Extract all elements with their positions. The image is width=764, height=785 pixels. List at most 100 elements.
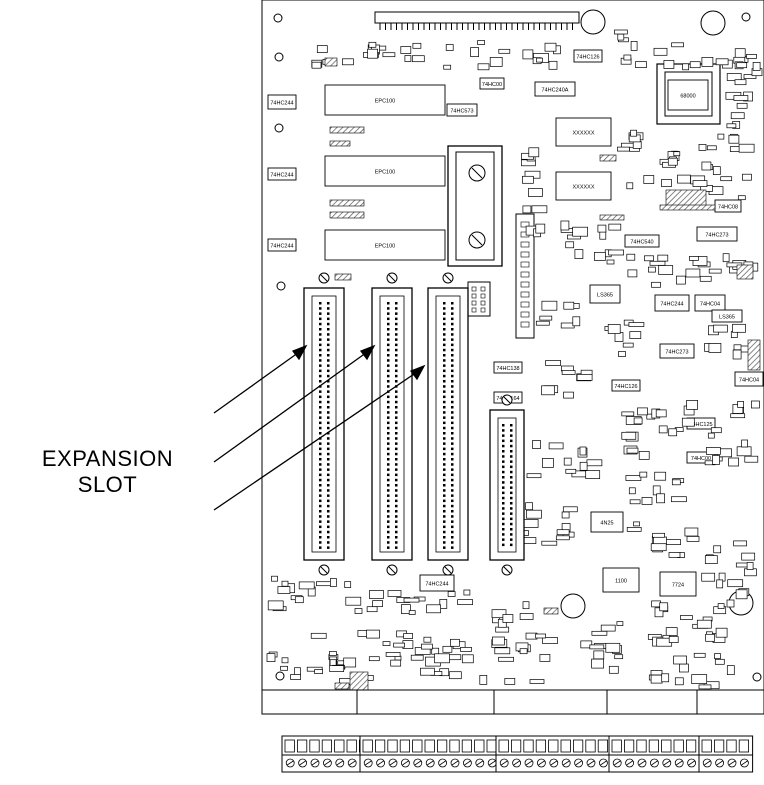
smd-part [618,351,626,357]
smd-part [277,586,291,594]
slot-pin [395,312,398,315]
smd-part [585,470,601,479]
smd-part [410,654,424,661]
slot-pin [327,478,330,482]
smd-part [713,545,722,554]
slot-pin [443,307,446,310]
slot-pin [387,546,390,549]
smd-part [522,205,532,214]
slot-pin [395,432,398,435]
slot-pin [510,465,513,469]
expansion-slot-1 [303,272,345,576]
smd-part [699,275,712,282]
terminal-screw-slot [716,760,723,766]
slot-pin [395,510,398,513]
smd-part [556,529,570,536]
slot-pin [319,416,322,419]
smd-part [622,342,634,348]
slot-pin [395,390,398,393]
slot-screw-slot [388,274,396,282]
smd-part [633,417,643,425]
slot-pin [510,481,513,484]
terminal-block [359,735,501,773]
terminal-tab [738,739,750,753]
smd-part [692,180,708,187]
ic-u5 [534,81,576,97]
slot-pin [395,546,398,549]
slot-pin [387,416,390,419]
slot-pin [319,463,322,466]
slot-pin [319,338,322,341]
terminal-tab [412,739,423,753]
slot-pin [443,432,446,435]
slot-pin [319,494,322,497]
slot-pin [443,348,446,352]
terminal-tab [449,739,460,753]
slot-pin [443,546,446,549]
smd-part [673,655,687,665]
slot-pin [327,489,330,492]
top-edge-connector [374,11,580,24]
slot-pin [319,369,322,373]
slot-pin [319,520,322,523]
smd-part [644,255,654,262]
slot-pin [387,510,390,513]
slot-pin [387,385,390,388]
slot-pin [319,380,322,383]
slot-pin [327,322,330,326]
ic-label-u15: 74HC04 [700,302,720,308]
slot-pin [387,411,390,414]
slot-pin [443,468,446,471]
smd-part [639,471,648,478]
slot-pin [443,452,446,456]
ic-u13 [589,284,621,304]
hatched-parts [324,57,761,691]
terminal-screw-slot [638,760,646,766]
smd-part [542,458,554,468]
slot-pin [443,541,446,544]
smd-part [738,143,755,153]
ic-label-u6: 74HC126 [576,55,599,61]
ic-label-u26: 74HC273 [705,233,728,239]
smd-part [498,656,514,662]
terminal-tab [362,739,373,753]
smd-part [627,269,638,278]
smd-part [497,618,507,628]
slot-pin [510,538,513,541]
slot-pin [451,426,454,430]
terminal-tab [436,739,448,753]
smd-part [628,322,645,327]
slot-pin [395,359,398,362]
smd-part [667,157,678,166]
slot-pin [502,424,505,427]
smd-part [329,665,345,672]
smd-part [608,665,619,674]
slot-pin [327,312,330,315]
slot-pin [502,491,505,495]
ic-u4 [479,77,505,90]
terminal-tab [399,739,411,753]
smd-part [560,220,570,231]
slot-pin [387,348,390,352]
smd-part [574,249,584,259]
slot-pin [443,328,446,331]
slot-pin [451,364,454,367]
slot-pin [395,421,398,425]
ic-label-u20: 74HC04 [739,378,759,384]
slot-pin [451,478,454,482]
ic-u27 [624,234,660,248]
terminal-screw-slot [286,760,294,766]
slot-pin [451,536,454,539]
hatched-part [747,339,761,371]
smd-part [737,195,746,201]
terminal-screw-slot [600,760,607,766]
smd-part [607,324,621,334]
slot-pin [327,499,330,503]
terminal-tab [636,739,647,753]
slot-pin [319,333,322,336]
smd-part [630,129,637,137]
slot-pin [502,507,505,510]
slot-pin [443,458,446,461]
smd-part [522,519,539,528]
slot-pin [395,525,398,529]
